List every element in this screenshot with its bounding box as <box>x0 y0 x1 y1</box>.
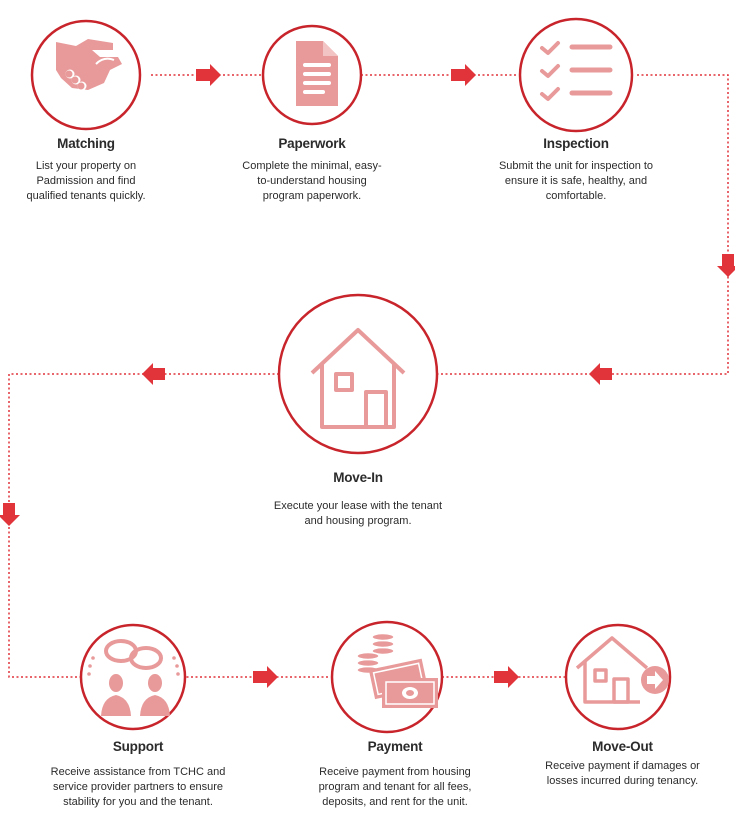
arrow-left-icon <box>589 363 612 385</box>
connector-inspection-movein <box>438 74 729 375</box>
money-icon <box>356 632 438 708</box>
arrow-down-icon <box>0 503 20 526</box>
step-description: Receive payment from housing program and… <box>295 765 495 810</box>
step-circle-move-in <box>277 293 439 455</box>
step-description-line: Receive assistance from TCHC and <box>50 766 226 778</box>
house-icon <box>310 328 406 429</box>
step-description-line: program and tenant for all fees, <box>318 781 472 793</box>
step-payment: Payment Receive payment from housing pro… <box>295 739 495 810</box>
arrow-right-icon <box>494 666 519 688</box>
step-description-line: service provider partners to ensure <box>53 781 223 793</box>
step-inspection: Inspection Submit the unit for inspectio… <box>476 136 676 204</box>
step-matching: Matching List your property on Padmissio… <box>6 136 166 204</box>
step-title: Move-Out <box>592 739 653 754</box>
step-support: Support Receive assistance from TCHC and… <box>33 739 243 810</box>
step-description-line: Receive payment from housing <box>319 766 471 778</box>
step-description-line: to-understand housing <box>257 175 367 187</box>
arrow-right-icon <box>451 64 476 86</box>
step-circle-matching <box>30 19 142 131</box>
step-description-line: losses incurred during tenancy. <box>546 775 699 787</box>
step-move-in: Move-In Execute your lease with the tena… <box>248 470 468 529</box>
arrow-right-icon <box>253 666 278 688</box>
step-description-line: program paperwork. <box>262 190 362 202</box>
step-description: List your property on Padmission and fin… <box>6 159 166 204</box>
step-description-line: qualified tenants quickly. <box>26 190 146 202</box>
step-description-line: ensure it is safe, healthy, and <box>504 175 648 187</box>
step-description-line: comfortable. <box>545 190 607 202</box>
step-title: Move-In <box>333 470 383 485</box>
step-description: Complete the minimal, easy- to-understan… <box>222 159 402 204</box>
step-description-line: deposits, and rent for the unit. <box>322 796 468 808</box>
step-description: Receive payment if damages or losses inc… <box>520 759 725 789</box>
step-description-line: Padmission and find <box>36 175 136 187</box>
step-move-out: Move-Out Receive payment if damages or l… <box>520 739 725 789</box>
step-title: Support <box>112 739 164 754</box>
step-title: Matching <box>57 136 115 151</box>
step-description-line: Submit the unit for inspection to <box>498 160 654 172</box>
arrow-down-icon <box>717 254 735 277</box>
step-title: Inspection <box>543 136 609 151</box>
step-description-line: Receive payment if damages or <box>545 760 700 772</box>
arrow-left-icon <box>142 363 165 385</box>
step-circle-support <box>79 623 187 731</box>
step-title: Payment <box>367 739 423 754</box>
step-description-line: stability for you and the tenant. <box>63 796 213 808</box>
step-circle-payment <box>330 620 444 734</box>
step-description-line: and housing program. <box>304 515 412 527</box>
checklist-icon <box>540 41 613 101</box>
step-description-line: List your property on <box>35 160 137 172</box>
arrow-right-icon <box>196 64 221 86</box>
step-description: Execute your lease with the tenant and h… <box>248 499 468 529</box>
house-exit-icon <box>575 636 669 704</box>
step-circle-paperwork <box>261 24 363 126</box>
handshake-icon <box>56 39 122 91</box>
step-description-line: Execute your lease with the tenant <box>273 500 443 512</box>
people-talking-icon <box>87 639 180 716</box>
step-circle-inspection <box>518 17 634 133</box>
step-title: Paperwork <box>278 136 346 151</box>
step-circle-move-out <box>564 623 672 731</box>
document-icon <box>296 41 338 106</box>
step-description: Receive assistance from TCHC and service… <box>33 765 243 810</box>
step-paperwork: Paperwork Complete the minimal, easy- to… <box>222 136 402 204</box>
step-description: Submit the unit for inspection to ensure… <box>476 159 676 204</box>
flow-arrows <box>0 64 735 688</box>
step-description-line: Complete the minimal, easy- <box>242 160 382 172</box>
